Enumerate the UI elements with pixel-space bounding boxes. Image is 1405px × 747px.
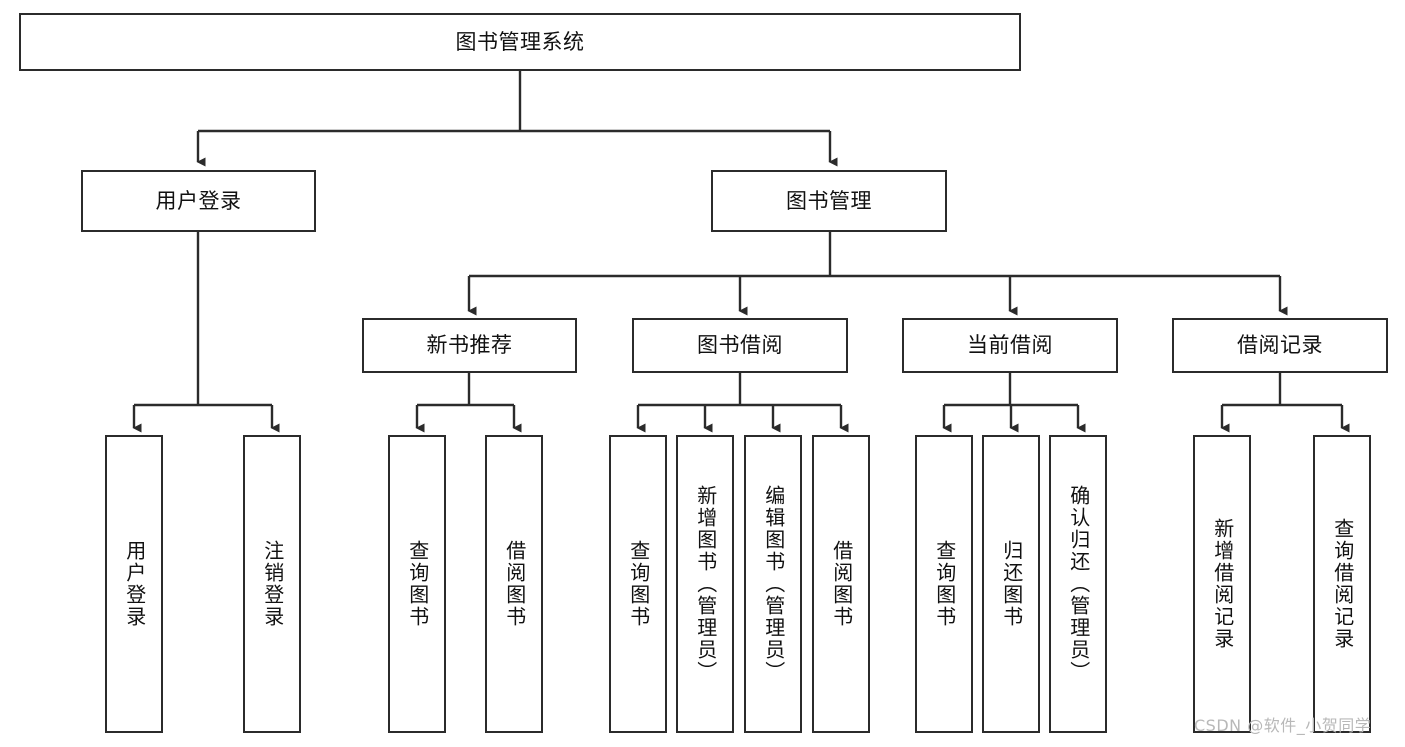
node-label: 新书推荐 — [426, 333, 513, 358]
node-label: 当前借阅 — [967, 333, 1053, 358]
node-label: 查询借阅记录 — [1330, 518, 1355, 650]
leaf-borrow-query-book[interactable]: 查询图书 — [609, 435, 667, 733]
leaf-borrow-borrow-book[interactable]: 借阅图书 — [812, 435, 870, 733]
node-label: 借阅记录 — [1237, 333, 1323, 358]
watermark-text: CSDN @软件_小贺同学 — [1194, 716, 1372, 735]
node-label: 查询图书 — [405, 540, 430, 628]
node-label: 查询图书 — [626, 540, 651, 628]
leaf-borrow-add-book-admin[interactable]: 新增图书（管理员） — [676, 435, 734, 733]
node-label: 确认归还（管理员） — [1066, 485, 1091, 683]
node-label: 新增借阅记录 — [1210, 518, 1235, 650]
leaf-record-add-record[interactable]: 新增借阅记录 — [1193, 435, 1251, 733]
node-book-management[interactable]: 图书管理 — [711, 170, 947, 232]
leaf-record-query-record[interactable]: 查询借阅记录 — [1313, 435, 1371, 733]
node-root-system[interactable]: 图书管理系统 — [19, 13, 1021, 71]
leaf-current-confirm-return-admin[interactable]: 确认归还（管理员） — [1049, 435, 1107, 733]
node-label: 图书管理 — [786, 188, 872, 213]
node-book-borrow[interactable]: 图书借阅 — [632, 318, 848, 373]
leaf-current-query-book[interactable]: 查询图书 — [915, 435, 973, 733]
node-label: 查询图书 — [932, 540, 957, 628]
node-label: 图书借阅 — [697, 333, 783, 358]
leaf-user-login-login[interactable]: 用户登录 — [105, 435, 163, 733]
leaf-current-return-book[interactable]: 归还图书 — [982, 435, 1040, 733]
leaf-user-login-logout[interactable]: 注销登录 — [243, 435, 301, 733]
leaf-borrow-edit-book-admin[interactable]: 编辑图书（管理员） — [744, 435, 802, 733]
node-label: 编辑图书（管理员） — [761, 485, 786, 683]
node-label: 新增图书（管理员） — [693, 485, 718, 683]
node-label: 用户登录 — [155, 188, 242, 213]
node-label: 借阅图书 — [829, 540, 854, 628]
node-user-login[interactable]: 用户登录 — [81, 170, 316, 232]
node-label: 借阅图书 — [502, 540, 527, 628]
node-current-borrow[interactable]: 当前借阅 — [902, 318, 1118, 373]
leaf-recommend-query-book[interactable]: 查询图书 — [388, 435, 446, 733]
node-borrow-record[interactable]: 借阅记录 — [1172, 318, 1388, 373]
node-label: 注销登录 — [260, 540, 285, 628]
node-label: 图书管理系统 — [455, 29, 585, 54]
node-label: 用户登录 — [122, 540, 147, 628]
leaf-recommend-borrow-book[interactable]: 借阅图书 — [485, 435, 543, 733]
node-label: 归还图书 — [999, 540, 1024, 628]
node-new-book-recommend[interactable]: 新书推荐 — [362, 318, 577, 373]
